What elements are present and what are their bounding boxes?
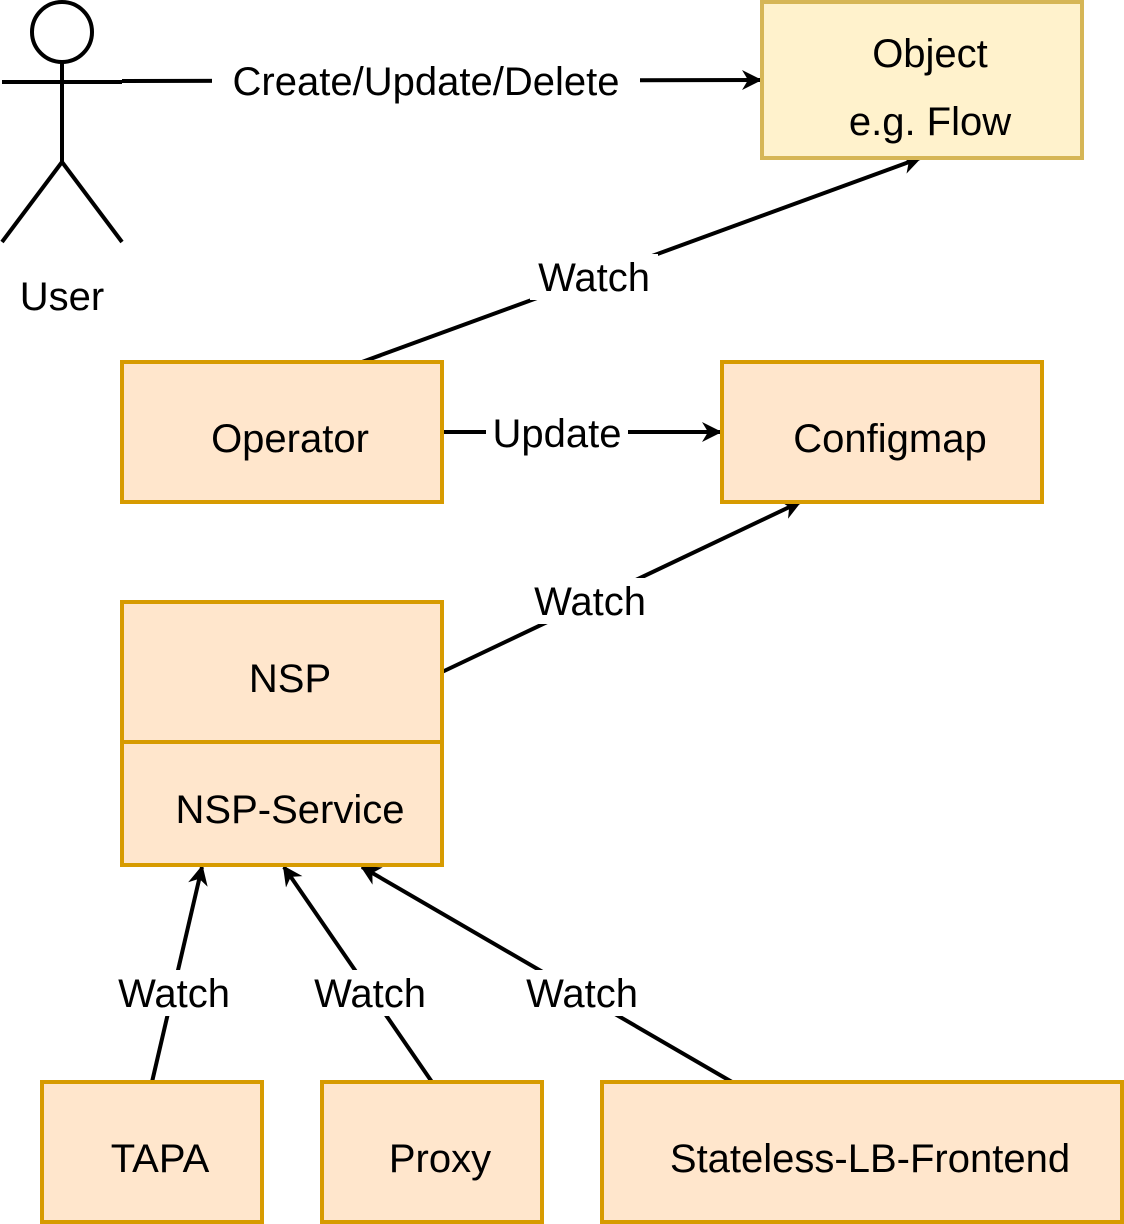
edge-label-stateless-watch: Watch [526, 972, 638, 1016]
stateless-lb-frontend-node-label: Stateless-LB-Frontend [670, 1137, 1070, 1181]
nsp-node-label: NSP [249, 657, 331, 701]
stick-figure-icon [0, 0, 124, 244]
edge-label-update: Update [493, 412, 622, 456]
tapa-node[interactable]: TAPA [40, 1080, 264, 1224]
proxy-node-label: Proxy [389, 1137, 491, 1181]
user-actor[interactable] [0, 0, 124, 244]
edge-label-proxy-watch: Watch [314, 972, 426, 1016]
stateless-lb-frontend-node[interactable]: Stateless-LB-Frontend [600, 1080, 1124, 1224]
configmap-node[interactable]: Configmap [720, 360, 1044, 504]
nsp-service-node-label: NSP-Service [176, 788, 405, 832]
operator-node-label: Operator [211, 417, 369, 461]
proxy-node[interactable]: Proxy [320, 1080, 544, 1224]
object-node-subtitle: e.g. Flow [849, 100, 1011, 144]
configmap-node-label: Configmap [793, 417, 986, 461]
edge-label-tapa-watch: Watch [118, 972, 230, 1016]
object-node[interactable]: Object e.g. Flow [760, 0, 1084, 160]
object-node-title: Object [872, 32, 988, 76]
edge-label-nsp-watch: Watch [534, 580, 646, 624]
nsp-node[interactable]: NSP [120, 600, 444, 744]
nsp-service-node[interactable]: NSP-Service [120, 740, 444, 867]
operator-node[interactable]: Operator [120, 360, 444, 504]
edge-label-operator-watch: Watch [538, 256, 650, 300]
tapa-node-label: TAPA [111, 1137, 210, 1181]
edge-label-create-update-delete: Create/Update/Delete [233, 60, 620, 104]
user-label: User [20, 275, 104, 319]
